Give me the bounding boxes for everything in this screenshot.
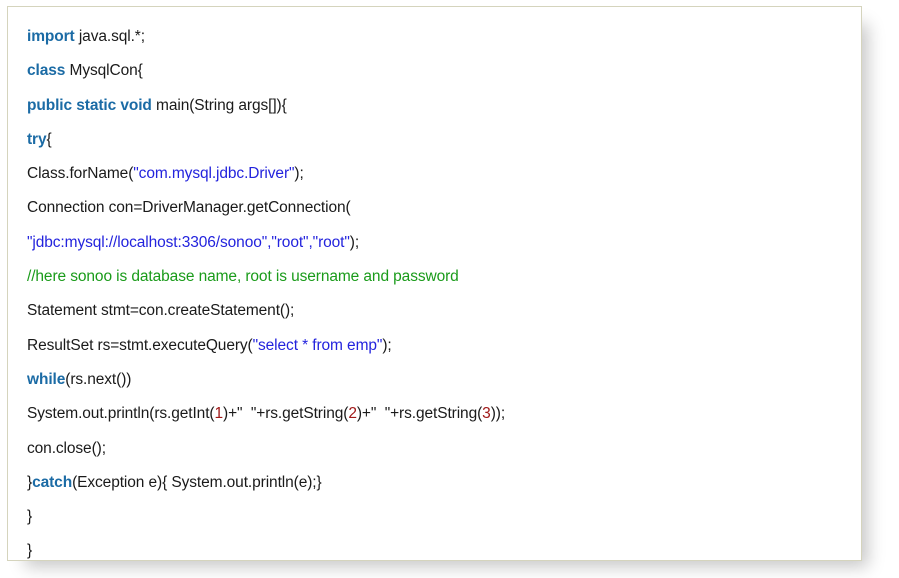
code-token-plain: System.out.println(rs.getInt( [27,405,215,423]
code-line: Statement stmt=con.createStatement(); [27,294,861,328]
code-line: System.out.println(rs.getInt(1)+" "+rs.g… [27,397,861,431]
code-token-num: 3 [482,405,491,423]
code-token-kw: try [27,130,47,148]
code-token-plain: ); [382,336,392,354]
code-token-kw: catch [32,473,73,491]
code-token-kw: while [27,370,66,388]
code-token-plain: MysqlCon{ [65,62,143,80]
code-token-plain: )); [490,405,506,423]
code-token-str: "select * from emp" [252,336,383,354]
code-token-plain: Class.forName( [27,165,134,183]
code-token-plain: } [27,542,33,560]
code-token-plain: ); [349,233,360,251]
code-line: "jdbc:mysql://localhost:3306/sonoo","roo… [27,226,861,260]
code-token-plain: java.sql.*; [74,28,145,45]
code-token-plain: (Exception e){ System.out.println(e);} [72,473,322,491]
code-token-num: 2 [348,405,357,423]
code-line: while(rs.next()) [27,363,861,397]
code-line: try{ [27,123,861,157]
code-token-str: "jdbc:mysql://localhost:3306/sonoo","roo… [27,233,350,251]
code-token-num: 1 [214,405,224,423]
code-line: class MysqlCon{ [27,54,861,88]
code-line: }catch(Exception e){ System.out.println(… [27,466,861,500]
code-token-plain: ResultSet rs=stmt.executeQuery( [27,336,253,354]
code-line: con.close(); [27,432,861,466]
code-token-kw: class [27,62,66,80]
code-snippet-panel: import java.sql.*;class MysqlCon{public … [7,6,862,561]
code-token-plain: main(String args[]){ [151,96,287,114]
code-line: ResultSet rs=stmt.executeQuery("select *… [27,329,861,363]
code-line: } [27,500,861,534]
code-token-plain: Statement stmt=con.createStatement(); [27,302,295,320]
code-token-plain: con.close(); [27,439,106,457]
code-token-kw: import [27,28,75,45]
code-token-cmt: //here sonoo is database name, root is u… [27,268,459,286]
code-line: //here sonoo is database name, root is u… [27,260,861,294]
code-line: Connection con=DriverManager.getConnecti… [27,191,861,225]
code-token-plain: } [27,473,33,491]
code-token-plain: ); [294,165,304,183]
code-listing[interactable]: import java.sql.*;class MysqlCon{public … [8,7,861,560]
code-line: public static void main(String args[]){ [27,89,861,123]
code-token-plain: } [27,508,33,526]
code-line: import java.sql.*; [27,20,861,54]
code-token-plain: )+" "+rs.getString( [356,405,483,423]
code-token-plain: { [46,130,52,148]
code-token-str: "com.mysql.jdbc.Driver" [133,165,295,183]
code-token-kw: public static void [27,96,152,114]
code-line: } [27,534,861,560]
code-token-plain: Connection con=DriverManager.getConnecti… [27,199,351,217]
code-line: Class.forName("com.mysql.jdbc.Driver"); [27,157,861,191]
code-token-plain: (rs.next()) [65,370,132,388]
code-token-plain: )+" "+rs.getString( [223,405,349,423]
